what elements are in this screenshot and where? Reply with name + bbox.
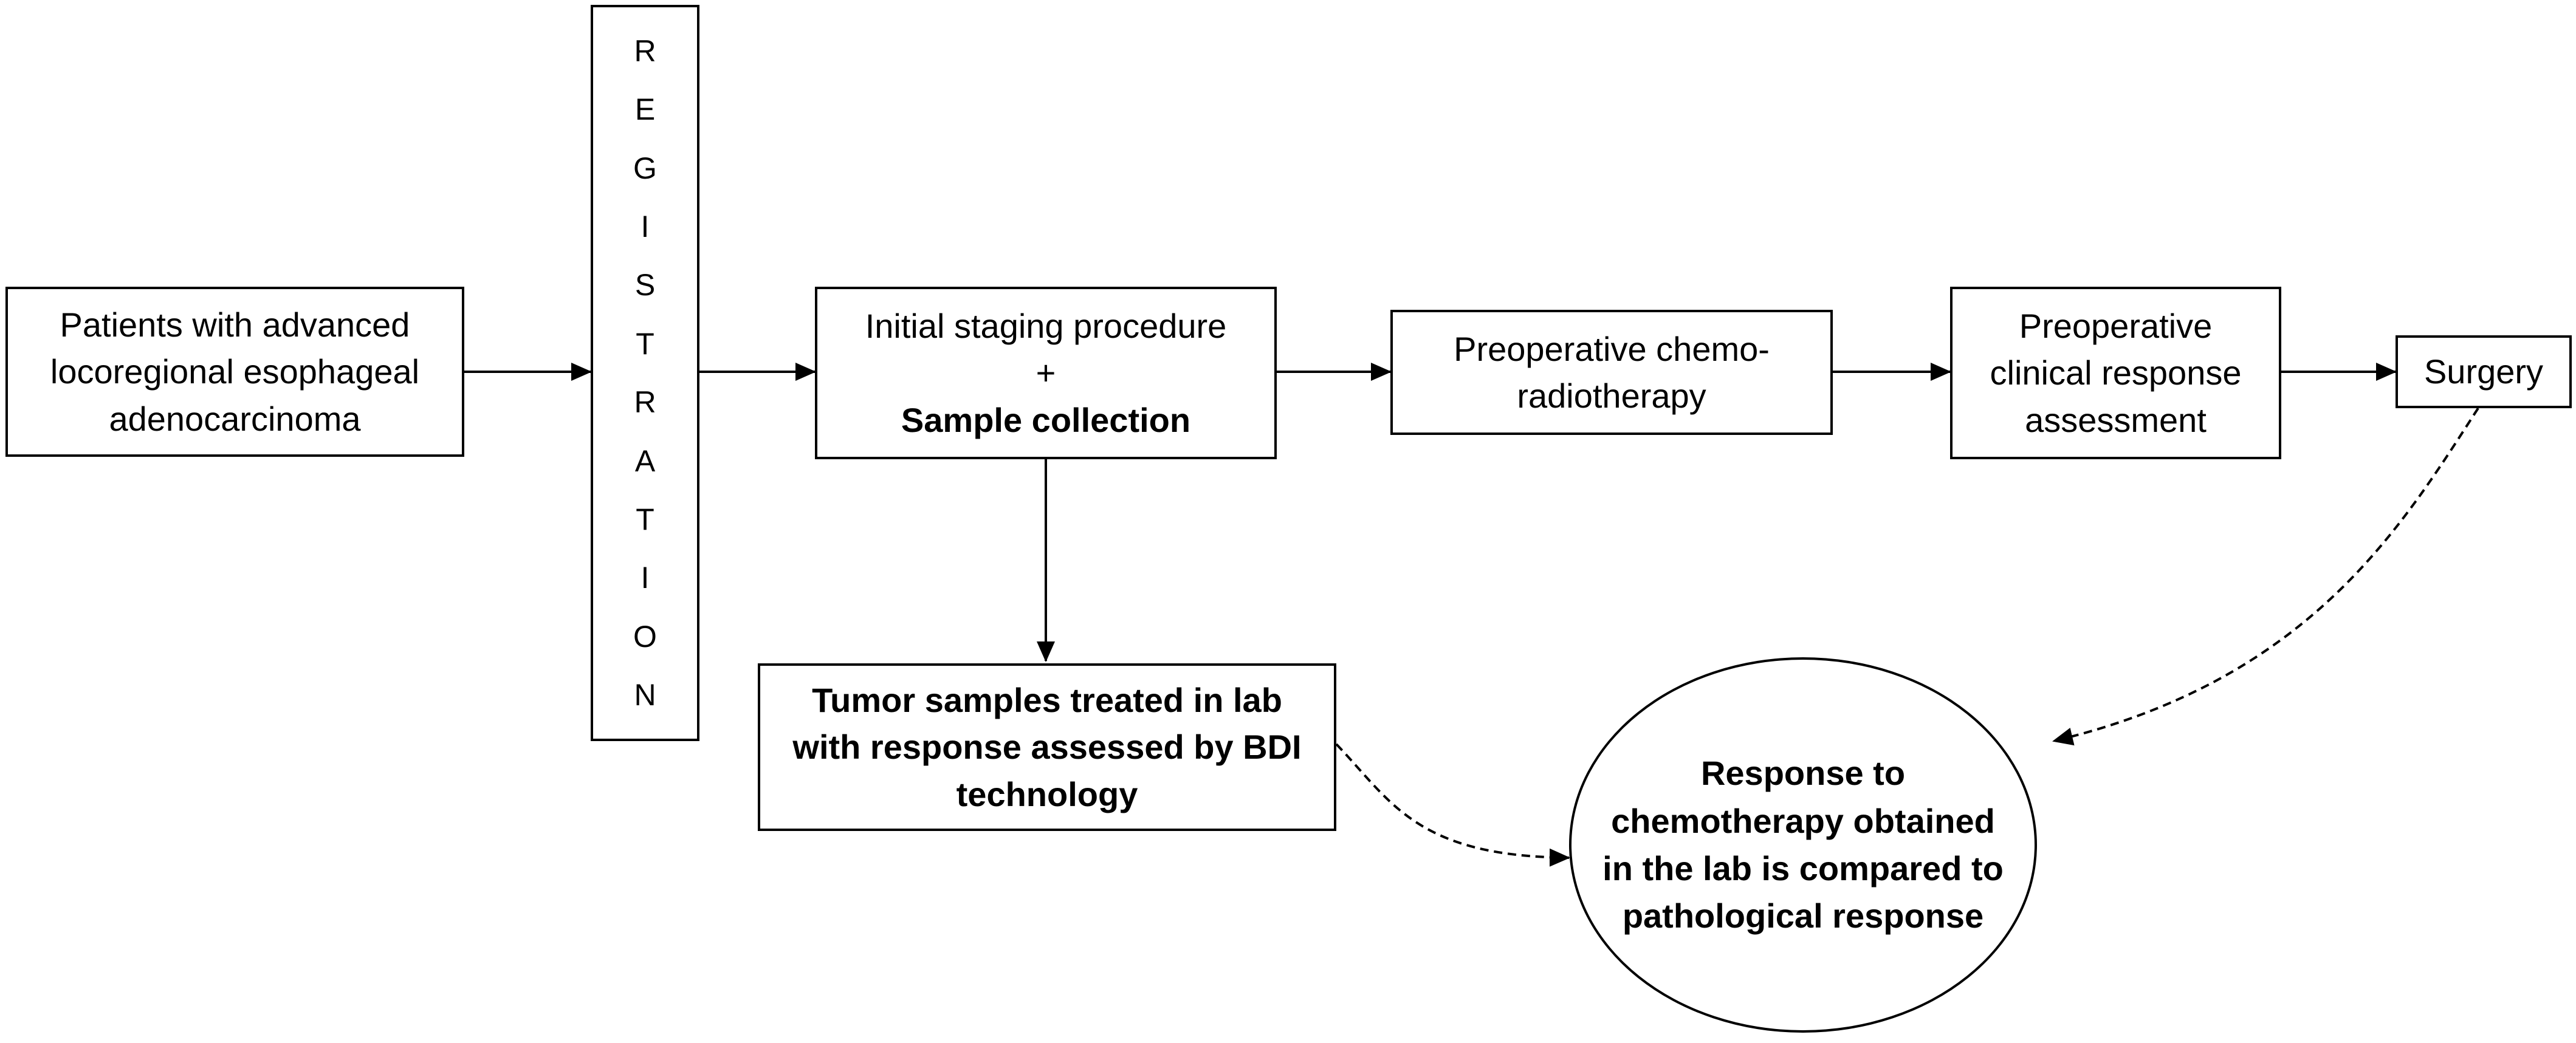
staging-box: Initial staging procedure + Sample colle… (815, 287, 1277, 459)
tumor-line-3: technology (956, 775, 1138, 813)
patients-box: Patients with advanced locoregional esop… (5, 287, 464, 457)
tumor-samples-box: Tumor samples treated in lab with respon… (758, 663, 1336, 831)
registration-letter: T (636, 502, 654, 536)
clinical-line-1: Preoperative (2019, 307, 2213, 346)
clinical-response-box: Preoperative clinical response assessmen… (1950, 287, 2281, 459)
registration-letter: A (634, 443, 656, 478)
registration-letter: I (641, 561, 650, 595)
chemo-line-2: radiotherapy (1517, 377, 1706, 415)
surgery-label: Surgery (2423, 352, 2544, 391)
tumor-line-1: Tumor samples treated in lab (812, 681, 1282, 720)
patients-line-1: Patients with advanced (60, 306, 410, 344)
response-line-1: Response to (1700, 754, 1906, 793)
registration-letter: G (633, 151, 657, 185)
dashed-arrow-tumor-to-response (1335, 743, 1570, 867)
tumor-line-2: with response assessed by BDI (792, 728, 1302, 767)
chemo-box: Preoperative chemo- radiotherapy (1390, 310, 1833, 435)
patients-line-3: adenocarcinoma (109, 399, 361, 438)
registration-letter: T (636, 326, 654, 361)
patients-line-2: locoregional esophageal (50, 352, 420, 391)
registration-letter: R (634, 385, 656, 420)
staging-plus: + (1036, 354, 1056, 392)
registration-letter: R (634, 34, 656, 68)
registration-bar: R E G I S T R A T I O N (591, 5, 699, 741)
surgery-box: Surgery (2396, 335, 2572, 408)
staging-line-3: Sample collection (901, 400, 1191, 439)
staging-line-1: Initial staging procedure (865, 307, 1227, 346)
response-line-3: in the lab is compared to (1602, 849, 2004, 887)
registration-letter: O (633, 619, 657, 654)
response-line-4: pathological response (1622, 897, 1984, 935)
registration-letter: I (641, 210, 650, 244)
response-comparison-ellipse: Response to chemotherapy obtained in the… (1569, 657, 2037, 1033)
dashed-arrow-surgery-to-response (2052, 407, 2479, 746)
registration-letter: S (634, 268, 656, 303)
registration-letter: E (634, 92, 656, 127)
clinical-line-2: clinical response (1990, 354, 2242, 392)
chemo-line-1: Preoperative chemo- (1454, 329, 1770, 368)
clinical-line-3: assessment (2025, 400, 2207, 439)
registration-letter: N (634, 677, 656, 712)
response-line-2: chemotherapy obtained (1611, 801, 1995, 840)
